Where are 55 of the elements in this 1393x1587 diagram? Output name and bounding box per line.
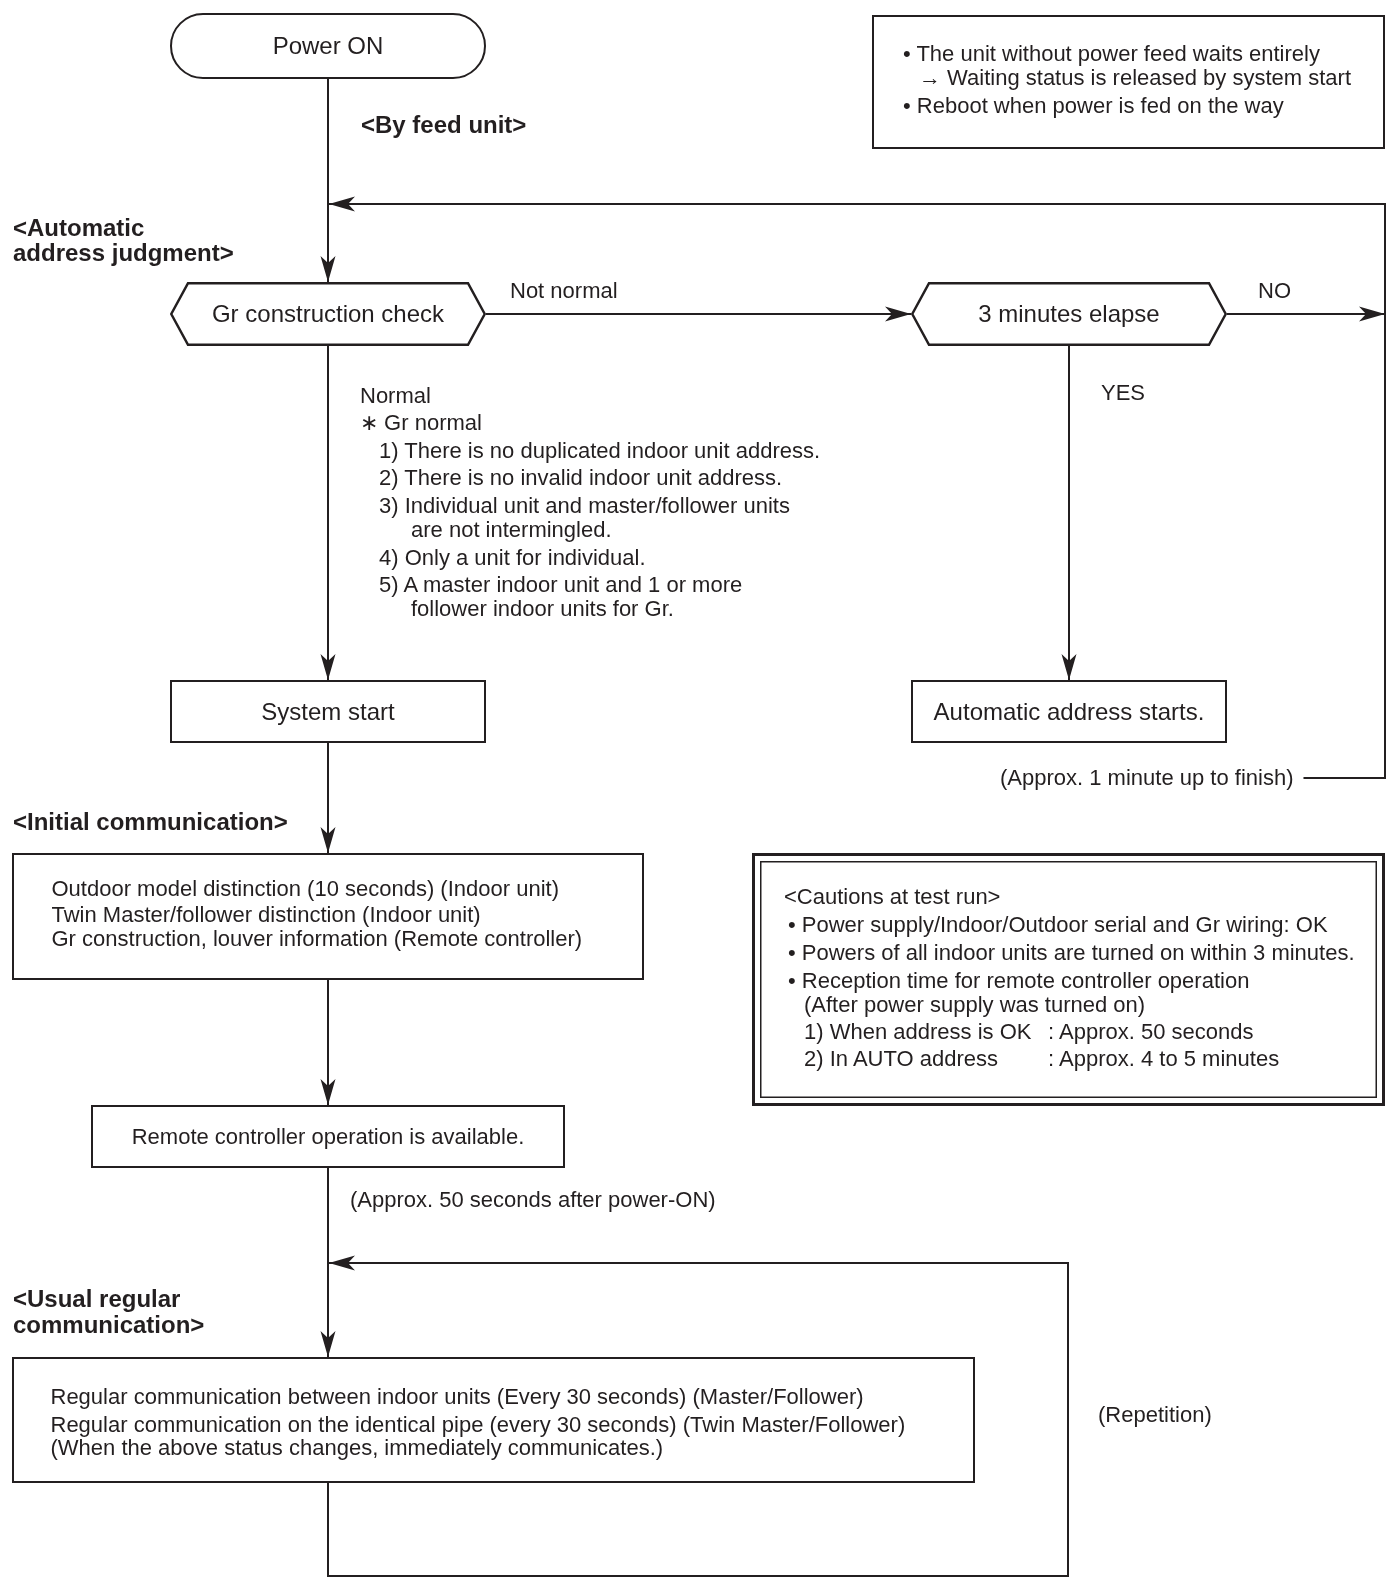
section-heading: <Usual regular communication> [13, 1286, 206, 1338]
arrow [320, 345, 336, 681]
edge-label: (Repetition) [1098, 1403, 1212, 1427]
decision-hexagon [911, 282, 1227, 346]
condition-item: 1) There is no duplicated indoor unit address. [379, 439, 821, 463]
bullet-item: • The unit without power feed waits entirely [903, 41, 1320, 66]
step-text: Remote controller operation is available. [131, 1124, 525, 1149]
time-value: : Approx. 4 to 5 minutes [1048, 1047, 1280, 1071]
condition-item: 5) A master indoor unit and 1 or more follower indoor units for Gr. [379, 573, 744, 621]
step-text: Gr construction check [211, 302, 445, 326]
duration-note: (Approx. 1 minute up to finish) [1000, 766, 1294, 790]
process-box [911, 680, 1227, 743]
arrow [1226, 306, 1386, 322]
section-heading: <Automatic address judgment> [13, 215, 235, 265]
condition-item: 3) Individual unit and master/follower units are not intermingled. [379, 494, 791, 542]
edge-label: (Approx. 50 seconds after power-ON) [350, 1188, 716, 1212]
note-text: → Waiting status is released by system start [919, 65, 1351, 90]
bullet-item: • Reboot when power is fed on the way [903, 93, 1284, 118]
step-text: Power ON [272, 34, 384, 58]
arrow [320, 979, 336, 1106]
bullet-item: • Power supply/Indoor/Outdoor serial and Gr wiring: OK [788, 913, 1328, 937]
step-text: Automatic address starts. [933, 699, 1205, 724]
step-text: Twin Master/follower distinction (Indoor unit) [51, 902, 481, 927]
process-box [91, 1105, 565, 1168]
step-text: System start [261, 699, 395, 724]
list-item: 2) In AUTO address [804, 1047, 998, 1071]
section-heading: <Initial communication> [13, 809, 288, 835]
arrow [328, 196, 1386, 315]
caution-heading: <Cautions at test run> [784, 885, 1001, 909]
step-text: 3 minutes elapse [978, 302, 1160, 326]
process-box [12, 853, 644, 980]
time-value: : Approx. 50 seconds [1048, 1020, 1254, 1044]
note-box [872, 15, 1385, 149]
connector-line [1302, 313, 1386, 779]
step-text: Regular communication between indoor units (Every 30 seconds) (Master/Follower) [50, 1384, 864, 1409]
caution-box [752, 853, 1385, 1106]
arrow [327, 1255, 1069, 1577]
condition-item: 4) Only a unit for individual. [379, 546, 646, 570]
arrow [320, 1167, 336, 1358]
decision-hexagon [170, 282, 486, 346]
arrow [320, 742, 336, 854]
section-heading: <By feed unit> [361, 112, 527, 138]
list-item: 1) When address is OK [804, 1020, 1032, 1044]
step-text: Outdoor model distinction (10 seconds) (Indoor unit) [51, 876, 559, 901]
arrow [1061, 345, 1077, 681]
bullet-item: • Powers of all indoor units are turned on within 3 minutes. [788, 941, 1355, 965]
process-box [170, 680, 486, 743]
process-box [12, 1357, 975, 1483]
step-text: Regular communication on the identical pipe (every 30 seconds) (Twin Master/Follower) [50, 1412, 906, 1437]
arrow [485, 306, 912, 322]
condition-heading: ∗ Gr normal [360, 411, 482, 435]
arrow [320, 78, 336, 283]
bullet-item: • Reception time for remote controller operation (After power supply was turned on) [788, 969, 1251, 1017]
condition-item: 2) There is no invalid indoor unit address. [379, 466, 783, 490]
step-text: Gr construction, louver information (Remote controller) [51, 926, 583, 951]
